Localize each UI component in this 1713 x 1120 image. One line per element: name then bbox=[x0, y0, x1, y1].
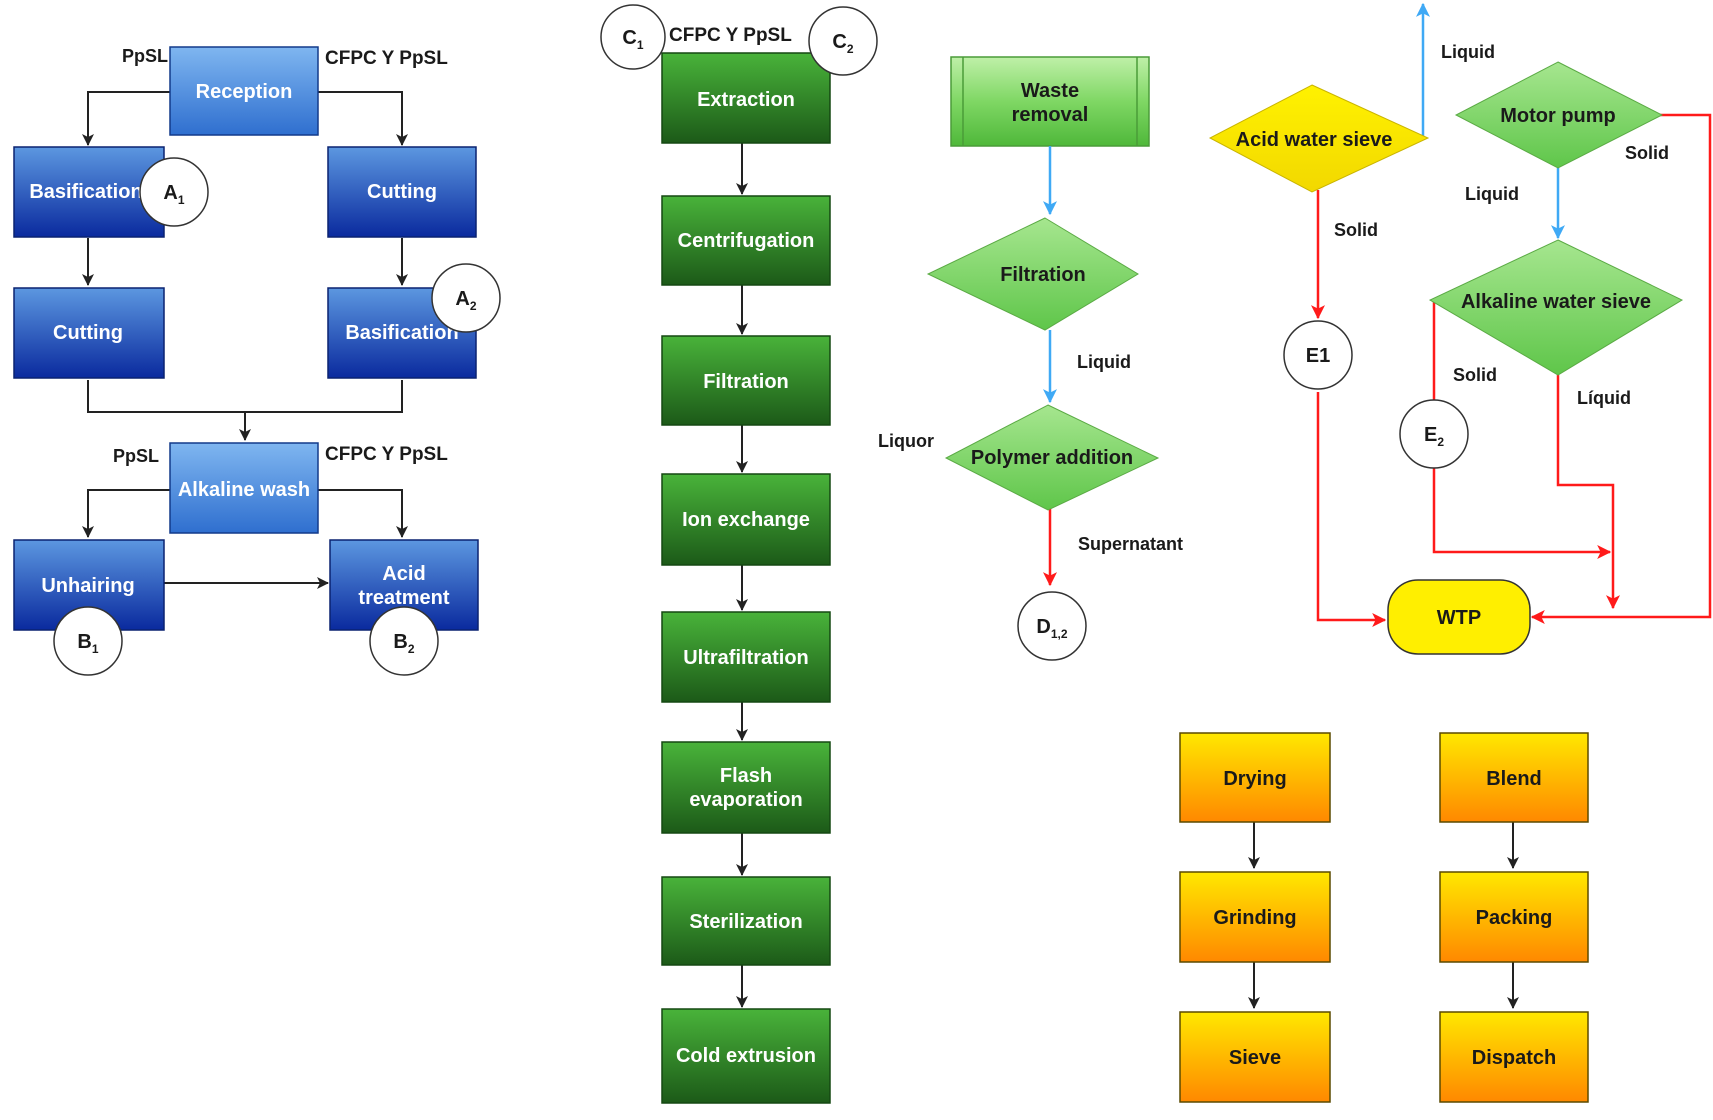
cutting-right-box: Cutting bbox=[327, 146, 477, 238]
grinding-box: Grinding bbox=[1179, 871, 1331, 963]
circle-e1: E1 bbox=[1283, 320, 1353, 390]
sieve-label: Sieve bbox=[1229, 1047, 1281, 1069]
step-cold-extrusion: Cold extrusion bbox=[661, 1008, 831, 1104]
cutting-left-box: Cutting bbox=[13, 287, 165, 379]
label-cfpc-mid: CFPC Y PpSL bbox=[325, 444, 448, 465]
svg-text:C1: C1 bbox=[622, 27, 643, 52]
circle-e2: E2 bbox=[1399, 399, 1469, 469]
svg-text:E1: E1 bbox=[1306, 345, 1330, 367]
alkaline-water-sieve-label: Alkaline water sieve bbox=[1461, 291, 1651, 313]
cutting-right-label: Cutting bbox=[367, 181, 437, 203]
step-filtration: Filtration bbox=[661, 335, 831, 426]
step-sterilization: Sterilization bbox=[661, 876, 831, 966]
svg-text:C2: C2 bbox=[832, 31, 853, 56]
svg-text:Ion exchange: Ion exchange bbox=[682, 509, 810, 531]
label-cfpc-top: CFPC Y PpSL bbox=[325, 48, 448, 69]
dispatch-box: Dispatch bbox=[1439, 1011, 1589, 1103]
svg-text:E2: E2 bbox=[1424, 424, 1444, 449]
circle-a1: A1 bbox=[139, 157, 209, 227]
circle-b2: B2 bbox=[369, 606, 439, 676]
label-liquid-pump: Liquid bbox=[1465, 184, 1519, 204]
step-ultrafiltration: Ultrafiltration bbox=[661, 611, 831, 703]
svg-text:A1: A1 bbox=[163, 182, 184, 207]
wtp-terminal: WTP bbox=[1387, 579, 1531, 655]
step-extraction: Extraction bbox=[661, 52, 831, 144]
waste-removal-label-line2: removal bbox=[1012, 104, 1089, 126]
packing-box: Packing bbox=[1439, 871, 1589, 963]
waste-removal-box: Waste removal bbox=[950, 56, 1150, 147]
blend-box: Blend bbox=[1439, 732, 1589, 823]
svg-text:Ultrafiltration: Ultrafiltration bbox=[683, 647, 809, 669]
step-centrifugation: Centrifugation bbox=[661, 195, 831, 286]
label-supernatant: Supernatant bbox=[1078, 534, 1183, 554]
svg-text:B2: B2 bbox=[393, 631, 414, 656]
acid-water-sieve-label: Acid water sieve bbox=[1236, 129, 1393, 151]
step-ion-exchange: Ion exchange bbox=[661, 473, 831, 566]
alkaline-wash-box: Alkaline wash bbox=[169, 442, 319, 534]
wtp-label: WTP bbox=[1437, 607, 1481, 629]
section-a-connectors bbox=[82, 91, 408, 589]
label-liquor: Liquor bbox=[878, 431, 934, 451]
svg-text:Filtration: Filtration bbox=[703, 371, 789, 393]
circle-b1: B1 bbox=[53, 606, 123, 676]
cutting-left-label: Cutting bbox=[53, 322, 123, 344]
svg-text:Sterilization: Sterilization bbox=[689, 911, 802, 933]
svg-text:Extraction: Extraction bbox=[697, 89, 795, 111]
unhairing-label: Unhairing bbox=[41, 575, 134, 597]
label-ppsl-top: PpSL bbox=[122, 46, 168, 66]
label-ppsl-mid: PpSL bbox=[113, 446, 159, 466]
circle-c2: C2 bbox=[808, 6, 878, 76]
blend-label: Blend bbox=[1486, 768, 1542, 790]
step-flash-evaporation: Flash evaporation bbox=[661, 741, 831, 834]
label-solid-alk: Solid bbox=[1453, 365, 1497, 385]
basification-left-box: Basification bbox=[13, 146, 165, 238]
label-liquid-d: Liquid bbox=[1077, 352, 1131, 372]
svg-text:D1,2: D1,2 bbox=[1036, 616, 1067, 641]
alkaline-water-sieve-diamond: Alkaline water sieve bbox=[1428, 239, 1684, 376]
svg-text:Flash: Flash bbox=[720, 765, 772, 787]
acid-treatment-label-line2: treatment bbox=[358, 587, 449, 609]
packing-label: Packing bbox=[1476, 907, 1553, 929]
waste-removal-label-line1: Waste bbox=[1021, 80, 1079, 102]
filtration-d-label: Filtration bbox=[1000, 264, 1086, 286]
section-f-connectors bbox=[1248, 822, 1519, 1009]
label-cfpc-c: CFPC Y PpSL bbox=[669, 25, 792, 46]
drying-box: Drying bbox=[1179, 732, 1331, 823]
section-e-connectors bbox=[1311, 2, 1712, 627]
filtration-diamond: Filtration bbox=[926, 217, 1139, 331]
svg-text:Cold extrusion: Cold extrusion bbox=[676, 1045, 816, 1067]
reception-label: Reception bbox=[196, 81, 293, 103]
sieve-box: Sieve bbox=[1179, 1011, 1331, 1103]
svg-text:B1: B1 bbox=[77, 631, 98, 656]
drying-label: Drying bbox=[1223, 768, 1286, 790]
acid-water-sieve-diamond: Acid water sieve bbox=[1208, 84, 1430, 193]
label-liquid-alk: Líquid bbox=[1577, 388, 1631, 408]
svg-text:evaporation: evaporation bbox=[689, 789, 802, 811]
svg-text:A2: A2 bbox=[455, 288, 476, 313]
polymer-addition-label: Polymer addition bbox=[971, 447, 1133, 469]
acid-treatment-label-line1: Acid bbox=[382, 563, 425, 585]
polymer-addition-diamond: Polymer addition bbox=[944, 404, 1160, 511]
circle-c1: C1 bbox=[600, 4, 666, 70]
basification-left-label: Basification bbox=[29, 181, 142, 203]
basification-right-label: Basification bbox=[345, 322, 458, 344]
reception-box: Reception bbox=[169, 46, 319, 136]
dispatch-label: Dispatch bbox=[1472, 1047, 1556, 1069]
alkaline-wash-label: Alkaline wash bbox=[178, 479, 310, 501]
grinding-label: Grinding bbox=[1213, 907, 1296, 929]
svg-text:Centrifugation: Centrifugation bbox=[678, 230, 815, 252]
motor-pump-diamond: Motor pump bbox=[1454, 61, 1664, 169]
label-solid-acid: Solid bbox=[1334, 220, 1378, 240]
motor-pump-label: Motor pump bbox=[1500, 105, 1616, 127]
circle-d: D1,2 bbox=[1017, 591, 1087, 661]
circle-a2: A2 bbox=[431, 263, 501, 333]
label-solid-pump: Solid bbox=[1625, 143, 1669, 163]
label-liquid-top: Liquid bbox=[1441, 42, 1495, 62]
